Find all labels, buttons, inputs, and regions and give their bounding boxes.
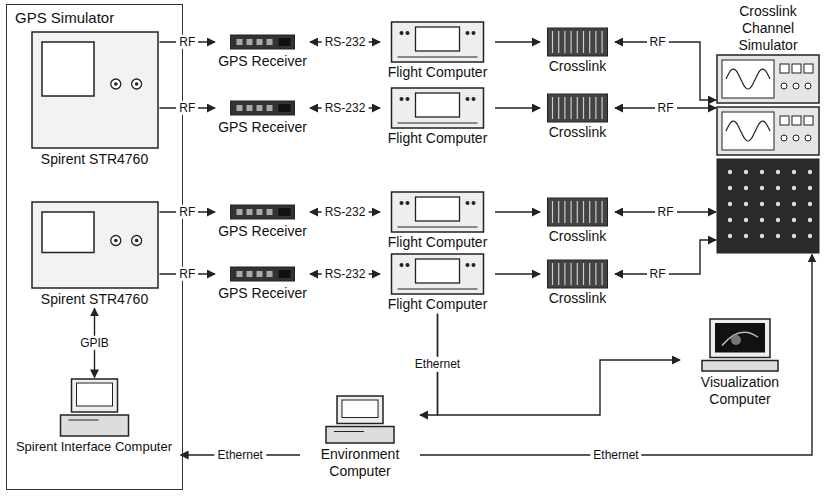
visualization-computer: Visualization Computer <box>680 318 800 409</box>
node-label: Crosslink <box>540 57 615 76</box>
channel-simulator: Crosslink Channel Simulator <box>716 2 820 254</box>
edge-label: RF <box>647 267 669 281</box>
spirent-icon <box>30 200 160 290</box>
edge-label: RS-232 <box>322 267 369 281</box>
edge-label: RF <box>655 101 677 115</box>
edge-label: RF <box>176 35 198 49</box>
edge-label: Ethernet <box>590 448 641 462</box>
node-label: Spirent STR4760 <box>30 290 160 309</box>
ccs-icon <box>716 54 820 254</box>
node-label: GPS Receiver <box>215 52 310 71</box>
node-label: Flight Computer <box>380 295 495 314</box>
cl-icon <box>540 93 615 123</box>
edge-label: Ethernet <box>412 357 463 371</box>
connector <box>495 273 540 274</box>
gps-receiver: GPS Receiver <box>215 264 310 303</box>
edge-label: RS-232 <box>322 101 369 115</box>
edge-label: RF <box>655 205 677 219</box>
gps-receiver: GPS Receiver <box>215 32 310 71</box>
crosslink-unit: Crosslink <box>540 27 615 76</box>
node-label: Spirent STR4760 <box>30 150 160 169</box>
cl-icon <box>540 197 615 227</box>
edge-label: RF <box>176 101 198 115</box>
fc-icon <box>380 253 495 295</box>
edge-label: RS-232 <box>322 35 369 49</box>
flight-computer: Flight Computer <box>380 191 495 252</box>
node-label: Crosslink <box>540 227 615 246</box>
node-label: Flight Computer <box>380 129 495 148</box>
fc-icon <box>380 87 495 129</box>
node-label: Environment Computer <box>300 445 420 481</box>
edge-label: GPIB <box>77 336 112 350</box>
edge-label: RS-232 <box>322 205 369 219</box>
rx-icon <box>215 264 310 284</box>
flight-computer: Flight Computer <box>380 253 495 314</box>
connector <box>495 211 540 212</box>
connector <box>495 107 540 108</box>
node-label: GPS Receiver <box>215 222 310 241</box>
pc-icon <box>300 395 420 445</box>
rx-icon <box>215 202 310 222</box>
rx-icon <box>215 98 310 118</box>
crosslink-unit: Crosslink <box>540 259 615 308</box>
node-label: Spirent Interface Computer <box>8 438 181 456</box>
fc-icon <box>380 191 495 233</box>
crosslink-unit: Crosslink <box>540 197 615 246</box>
gps-receiver: GPS Receiver <box>215 202 310 241</box>
group-box: GPS SimulatorSpirent STR4760Spirent STR4… <box>6 4 183 490</box>
spirent-icon <box>30 30 160 150</box>
gps-receiver: GPS Receiver <box>215 98 310 137</box>
vis-icon <box>680 318 800 373</box>
environment-computer: Environment Computer <box>300 395 420 481</box>
edge-label: RF <box>176 205 198 219</box>
node-label: GPS Receiver <box>215 118 310 137</box>
node-label: GPS Simulator <box>7 5 182 31</box>
connector <box>495 41 540 42</box>
simulator-unit: Spirent STR4760 <box>30 200 160 309</box>
pc-icon <box>8 378 181 438</box>
node-label: Crosslink <box>540 123 615 142</box>
connector <box>615 42 716 100</box>
edge-label: RF <box>176 267 198 281</box>
interface-computer: Spirent Interface Computer <box>8 378 181 456</box>
simulator-unit: Spirent STR4760 <box>30 30 160 169</box>
node-label: Flight Computer <box>380 63 495 82</box>
connector <box>438 314 681 415</box>
edge-label: RF <box>647 35 669 49</box>
node-label: Crosslink <box>540 289 615 308</box>
cl-icon <box>540 259 615 289</box>
node-label: Crosslink Channel Simulator <box>716 2 820 54</box>
fc-icon <box>380 21 495 63</box>
cl-icon <box>540 27 615 57</box>
node-label: GPS Receiver <box>215 284 310 303</box>
flight-computer: Flight Computer <box>380 21 495 82</box>
edge-label: Ethernet <box>215 448 266 462</box>
crosslink-unit: Crosslink <box>540 93 615 142</box>
rx-icon <box>215 32 310 52</box>
node-label: Flight Computer <box>380 233 495 252</box>
node-label: Visualization Computer <box>680 373 800 409</box>
flight-computer: Flight Computer <box>380 87 495 148</box>
